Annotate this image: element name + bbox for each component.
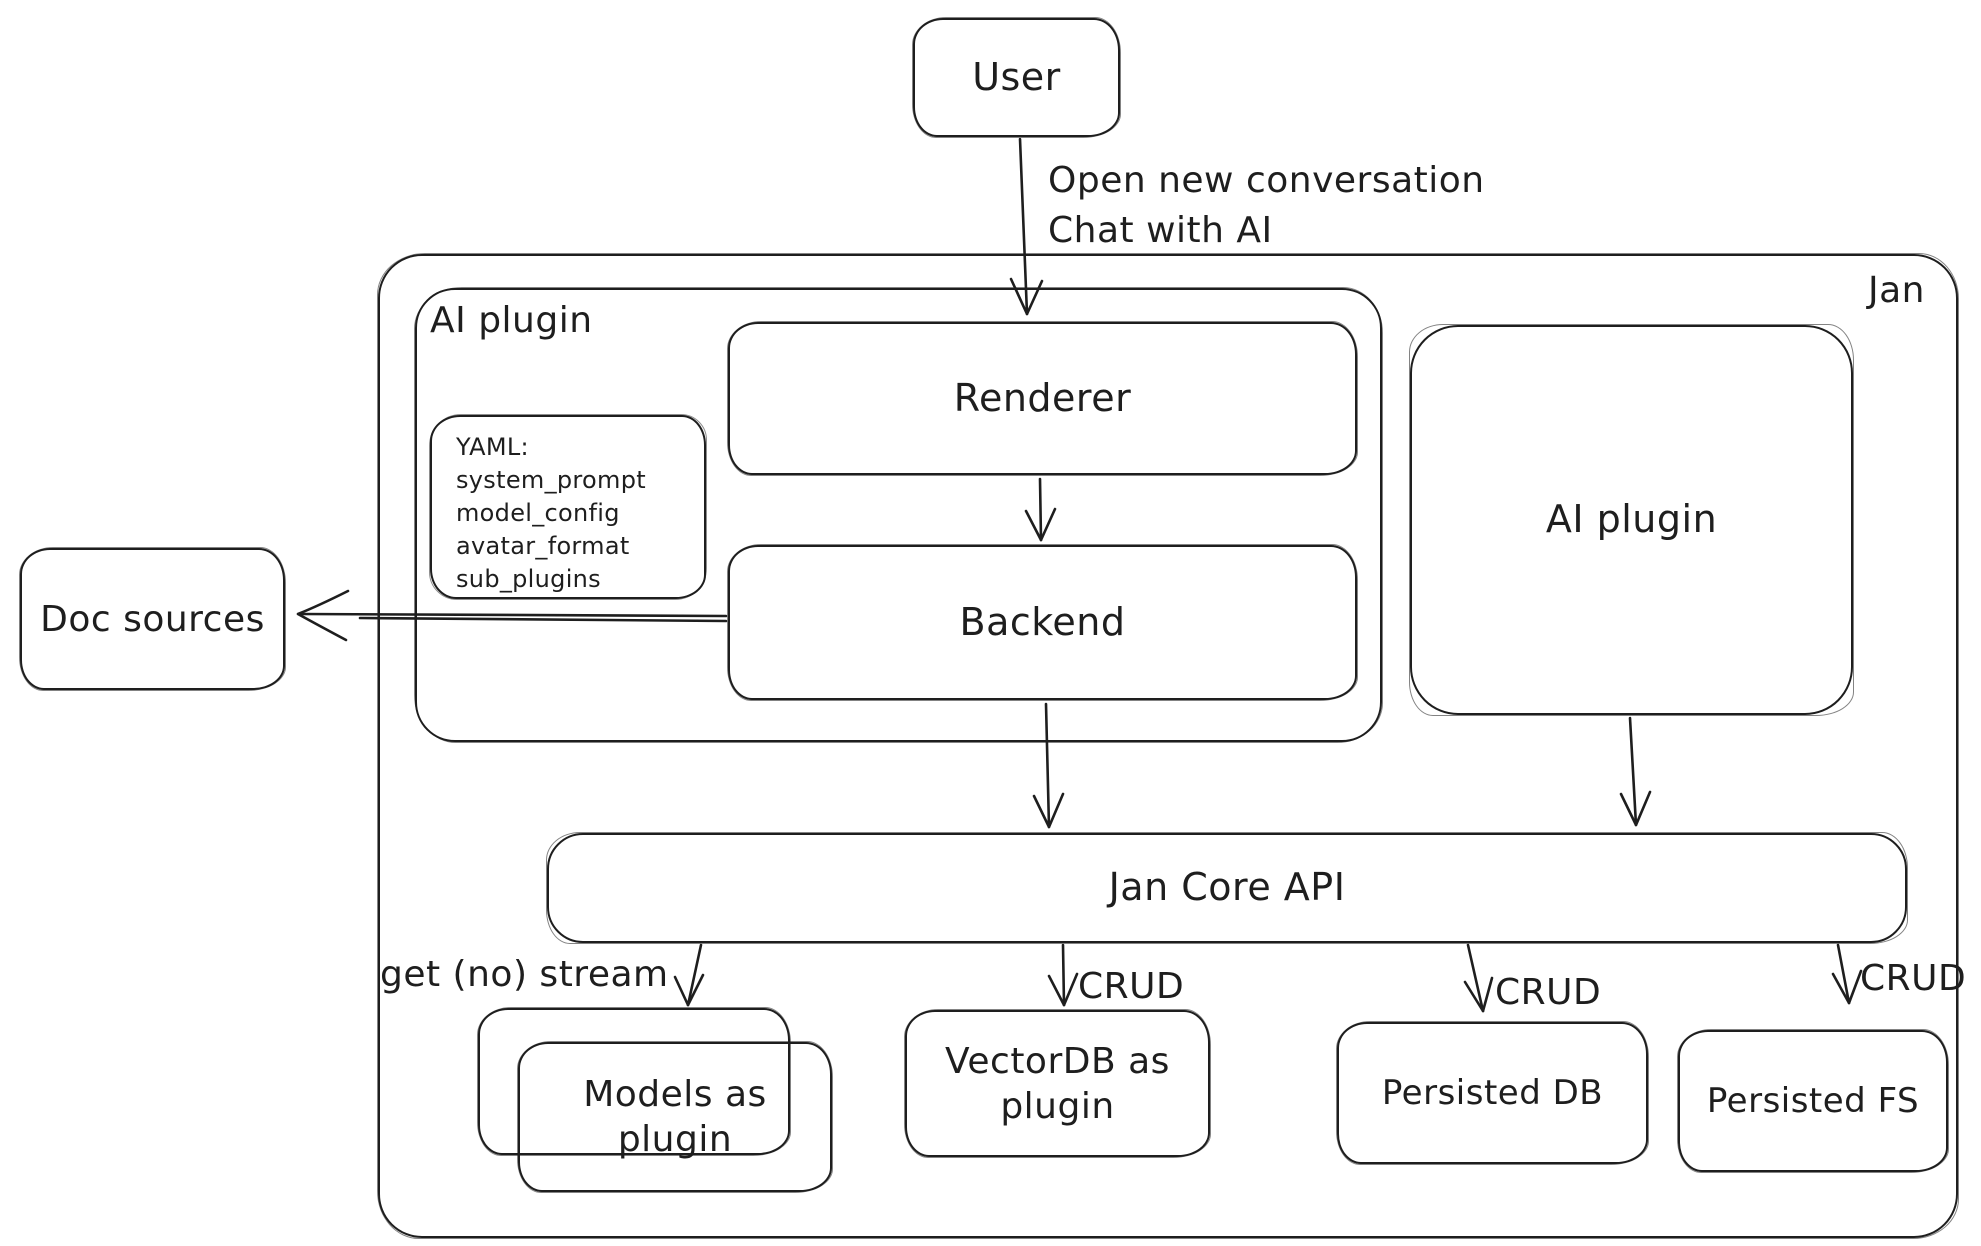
jan-core-api-node: Jan Core API [546,832,1908,944]
models-plugin-label: Models as plugin [583,1074,767,1160]
models-plugin-node: Models as plugin [517,1041,833,1193]
user-arrow-label-line2: Chat with AI [1048,210,1273,252]
persisted-fs-node: Persisted FS [1677,1029,1949,1173]
user-label: User [972,54,1061,99]
ai-plugin-right-node: AI plugin [1409,324,1854,716]
yaml-note-line: YAML: [456,433,529,461]
yaml-note-box: YAML: system_prompt model_config avatar_… [429,414,707,600]
vectordb-plugin-label: VectorDB as plugin [945,1040,1170,1127]
crud-vectordb-label: CRUD [1078,966,1185,1007]
jan-core-api-label: Jan Core API [1108,865,1346,910]
backend-label: Backend [959,599,1126,644]
doc-sources-node: Doc sources [19,547,286,691]
renderer-node: Renderer [727,321,1358,476]
yaml-note-line: avatar_format [456,532,630,560]
yaml-note-line: sub_plugins [456,565,601,593]
renderer-label: Renderer [953,375,1132,420]
user-arrow-label: Open new conversation Chat with AI [1048,156,1485,257]
crud-persisted-db-label: CRUD [1495,972,1602,1013]
get-no-stream-label: get (no) stream [380,954,669,995]
user-node: User [912,17,1121,138]
persisted-fs-label: Persisted FS [1706,1080,1920,1121]
vectordb-plugin-node: VectorDB as plugin [904,1009,1211,1158]
doc-sources-label: Doc sources [40,598,265,640]
user-arrow-label-line1: Open new conversation [1048,160,1485,201]
crud-persisted-fs-label: CRUD [1860,958,1967,999]
backend-node: Backend [727,544,1358,701]
jan-container-label: Jan [1868,270,1925,311]
persisted-db-node: Persisted DB [1336,1021,1649,1165]
ai-plugin-right-label: AI plugin [1545,497,1718,542]
yaml-note-line: system_prompt [456,466,646,494]
ai-plugin-group-label: AI plugin [430,300,593,341]
persisted-db-label: Persisted DB [1381,1072,1604,1113]
yaml-note-line: model_config [456,499,620,527]
